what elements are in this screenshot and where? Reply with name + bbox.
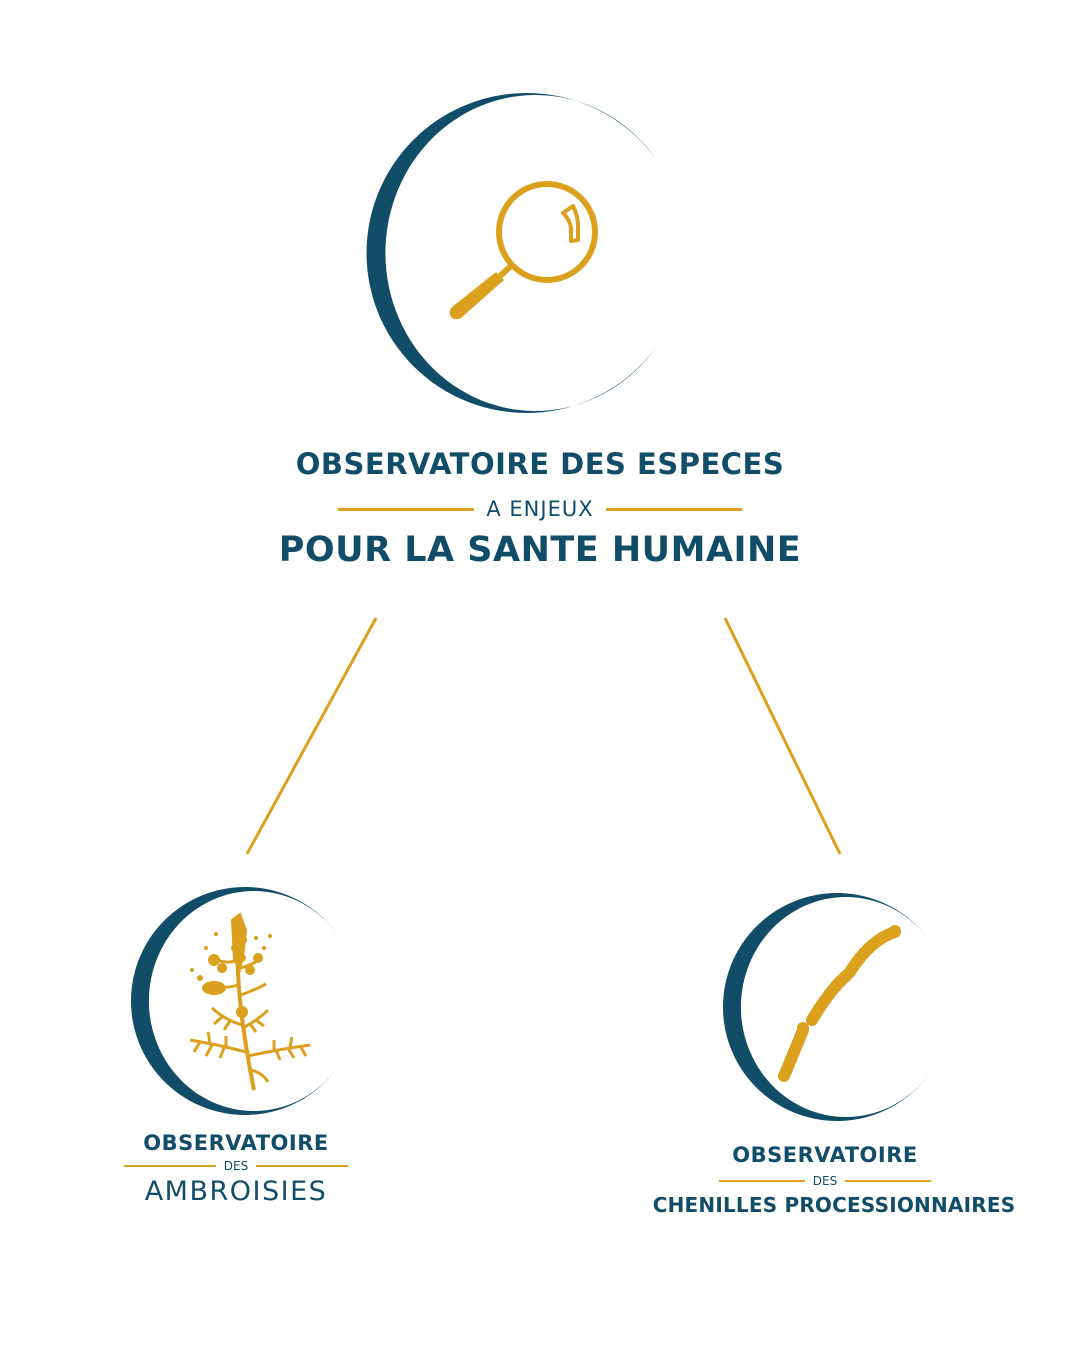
left-title-line3: AMBROISIES bbox=[144, 1176, 328, 1207]
connector-right bbox=[723, 617, 842, 855]
left-title-middle-row: DES bbox=[106, 1158, 366, 1174]
right-title-line1: OBSERVATOIRE bbox=[732, 1143, 918, 1167]
right-title-line3: CHENILLES PROCESSIONNAIRES bbox=[652, 1193, 1016, 1217]
right-title-middle: DES bbox=[812, 1174, 838, 1188]
left-rule-left bbox=[123, 1165, 216, 1167]
right-rule-right bbox=[845, 1180, 932, 1182]
main-title-line3: POUR LA SANTE HUMAINE bbox=[278, 530, 802, 570]
left-title-line1: OBSERVATOIRE bbox=[143, 1131, 329, 1155]
left-title-middle: DES bbox=[223, 1159, 249, 1173]
right-title-middle-row: DES bbox=[700, 1173, 950, 1189]
main-title-middle: A ENJEUX bbox=[486, 497, 594, 521]
main-title-middle-row: A ENJEUX bbox=[240, 496, 840, 522]
right-rule-left bbox=[718, 1180, 805, 1182]
caterpillar-icon bbox=[778, 925, 901, 1082]
left-rule-right bbox=[256, 1165, 349, 1167]
right-crescent bbox=[722, 893, 932, 1122]
connector-left bbox=[245, 617, 378, 855]
main-rule-left bbox=[338, 507, 475, 511]
main-rule-right bbox=[605, 507, 742, 511]
magnifier-icon bbox=[449, 181, 598, 320]
ragweed-plant-icon bbox=[189, 912, 311, 1091]
main-title-line1: OBSERVATOIRE DES ESPECES bbox=[295, 447, 785, 481]
